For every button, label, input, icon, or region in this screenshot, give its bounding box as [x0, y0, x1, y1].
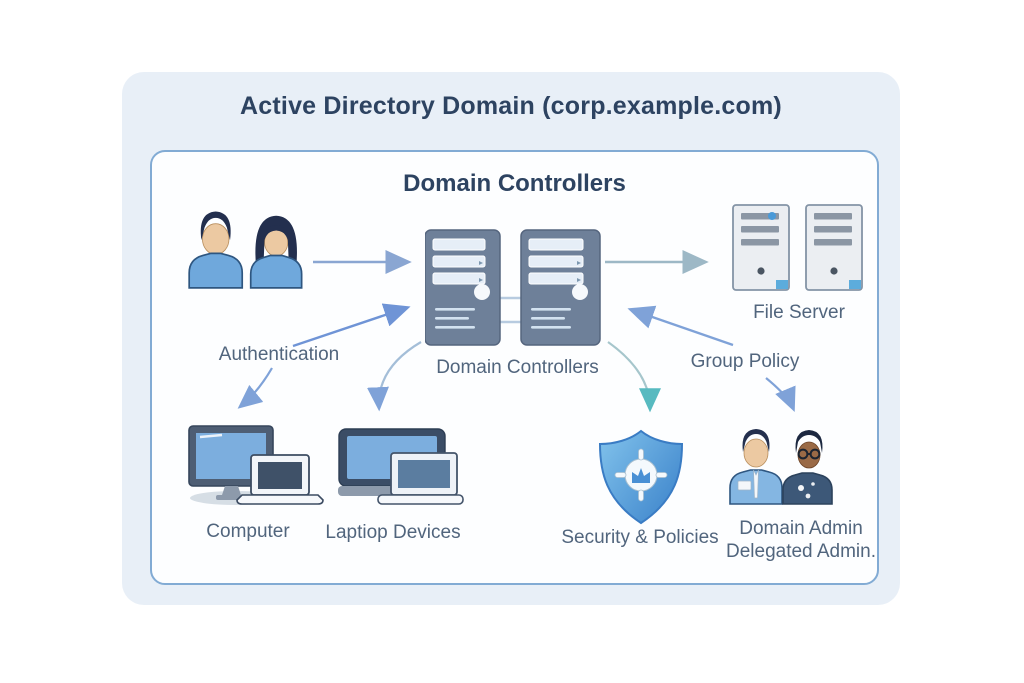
users-icon	[188, 211, 303, 289]
label-delegated-admin: Delegated Admin.	[726, 541, 876, 562]
security-shield-icon	[598, 429, 684, 525]
laptop-front	[377, 452, 464, 505]
computer-front-laptop	[236, 454, 324, 505]
label-domain-controllers: Domain Controllers	[436, 357, 599, 378]
label-admins: Domain Admin Delegated Admin.	[710, 517, 892, 563]
label-group-policy: Group Policy	[690, 351, 800, 372]
admins-icon	[729, 429, 833, 505]
domain-controllers-icon	[425, 229, 601, 346]
panel-heading: Domain Controllers	[403, 170, 626, 197]
shield-spokes	[614, 448, 668, 502]
file-server-2	[805, 204, 863, 291]
laptop-devices-icon	[338, 428, 464, 505]
dc-server-1	[425, 229, 501, 346]
label-file-server: File Server	[753, 302, 845, 323]
label-security-policies: Security & Policies	[561, 527, 719, 548]
domain-admin-figure	[729, 429, 783, 505]
delegated-admin-figure	[782, 430, 833, 505]
file-server-1	[732, 204, 790, 291]
label-laptop-devices: Laptiop Devices	[325, 522, 461, 543]
dc-server-2	[520, 229, 601, 346]
computer-icon	[188, 425, 324, 505]
shield-crown	[632, 468, 650, 483]
label-authentication: Authentication	[218, 344, 340, 365]
label-computer: Computer	[206, 521, 290, 542]
label-domain-admin: Domain Admin	[739, 518, 863, 539]
file-server-icon	[732, 204, 863, 291]
diagram-title: Active Directory Domain (corp.example.co…	[240, 92, 782, 120]
